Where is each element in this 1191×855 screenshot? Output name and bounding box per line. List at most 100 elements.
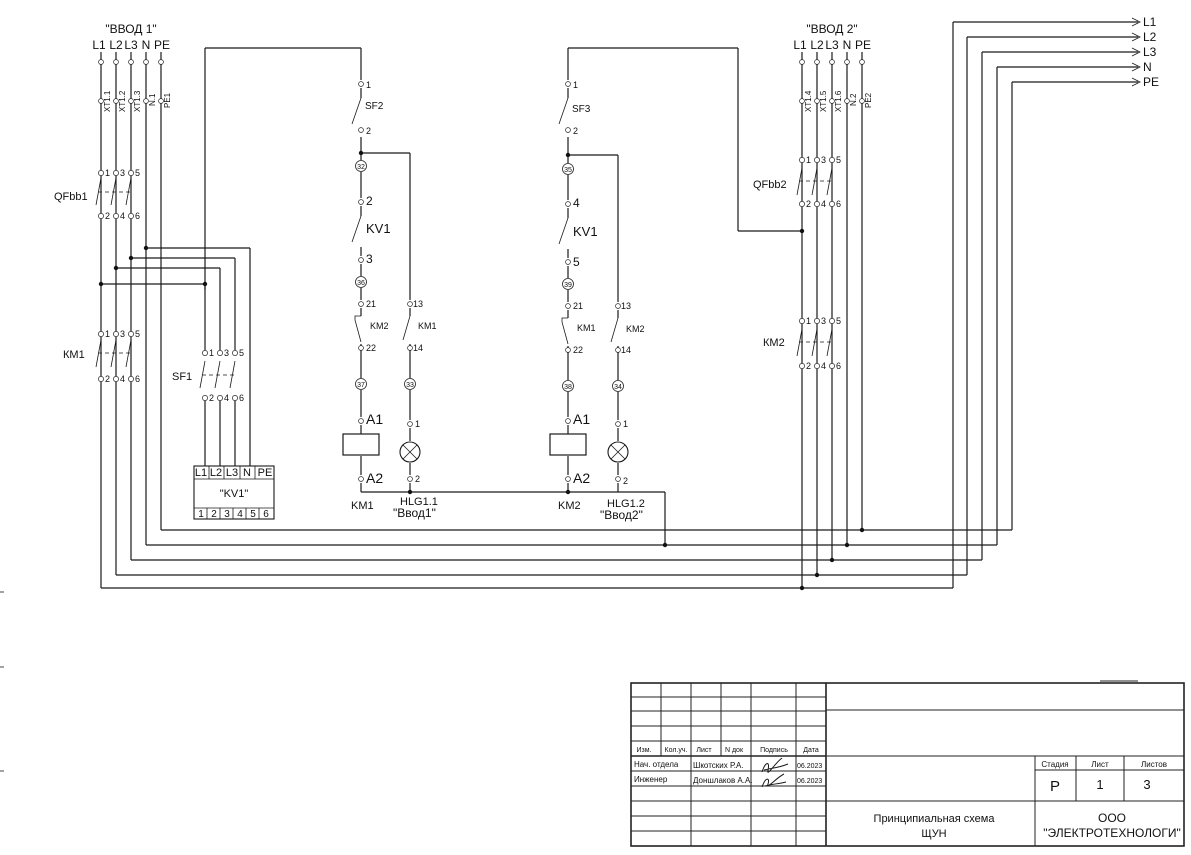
tb-sheet-label: Лист — [1091, 760, 1109, 769]
relay-bottom-term: 2 — [211, 509, 217, 520]
terminal-number: 1 — [806, 316, 811, 326]
bus-label: L3 — [1143, 45, 1157, 59]
xt-terminal-circle — [799, 98, 805, 104]
hlg1-1-label: HLG1.1 — [400, 496, 438, 508]
terminal-number: 1 — [573, 80, 578, 90]
tb-sheets-label: Листов — [1141, 760, 1167, 769]
relay-top-term: L1 — [195, 467, 207, 479]
terminal-circle — [113, 170, 119, 176]
switch-blades — [95, 97, 833, 389]
input2-header: "ВВОД 2" L1 L2 L3 N PE XT1.4 XT1.5 XT1.6… — [793, 22, 873, 112]
tb-sheet: 1 — [1096, 777, 1103, 792]
control-terminal-circle — [565, 259, 571, 265]
terminal-circle — [128, 170, 134, 176]
km1-main-label: КМ1 — [63, 349, 85, 361]
input1-phase: L2 — [109, 38, 123, 52]
coil-a2: A2 — [366, 470, 383, 486]
terminal-circle — [814, 318, 820, 324]
xt-terminal-circle — [844, 98, 850, 104]
terminal-number: 3 — [120, 168, 125, 178]
tb-header: N док — [725, 747, 744, 754]
control-terminal-circle — [407, 476, 413, 482]
terminal-number: 2 — [105, 374, 110, 384]
frame-ticks — [0, 591, 4, 772]
km2-coil-label: KM2 — [558, 500, 581, 512]
terminal-circle — [799, 318, 805, 324]
terminal-number: 6 — [836, 361, 841, 371]
tb-name: Шкотских Р.А. — [693, 761, 744, 770]
km1-coil-icon — [342, 433, 380, 456]
control-terminal-circle — [615, 476, 621, 482]
wires — [100, 17, 1141, 589]
terminal-number: 13 — [621, 301, 631, 311]
wire-number: 38 — [564, 384, 572, 391]
control-terminal-circle — [358, 345, 364, 351]
input1-xt: XT1.2 — [118, 90, 127, 112]
terminal-circle — [128, 376, 134, 382]
terminal-number: 2 — [105, 211, 110, 221]
tb-date: 06.2023 — [797, 763, 822, 770]
terminal-circle — [113, 213, 119, 219]
terminal-number: 5 — [239, 348, 244, 358]
input2-phase: N — [843, 38, 852, 52]
terminal-circle — [217, 350, 223, 356]
interlock-label: KM1 — [577, 323, 596, 333]
bus-label: L2 — [1143, 30, 1157, 44]
title-block: Изм. Кол.уч. Лист N док Подпись Дата Нач… — [630, 680, 1185, 847]
control-terminal-circle — [565, 201, 571, 207]
terminal-circle — [814, 201, 820, 207]
tb-doc-title: Принципиальная схема — [874, 813, 996, 825]
coil-a2: A2 — [573, 470, 590, 486]
terminal-number: 2 — [806, 199, 811, 209]
tb-stage: Р — [1050, 778, 1060, 795]
terminal-number: 5 — [135, 168, 140, 178]
terminal-circle — [217, 395, 223, 401]
tb-role: Инженер — [634, 775, 668, 784]
terminal-number: 3 — [120, 329, 125, 339]
relay-bottom-term: 6 — [263, 509, 269, 520]
input2-xt: N.2 — [849, 93, 858, 106]
relay-name: "KV1" — [220, 488, 249, 500]
xt-terminal-circle — [814, 98, 820, 104]
terminal-number: 3 — [821, 316, 826, 326]
hlg1-2-label: HLG1.2 — [607, 498, 645, 510]
terminal-number: 1 — [366, 80, 371, 90]
bus-label: N — [1143, 60, 1152, 74]
sf3-label: SF3 — [572, 104, 591, 115]
terminal-number: 22 — [573, 345, 583, 355]
tb-header: Лист — [696, 747, 712, 754]
bus-label: PE — [1143, 75, 1159, 89]
relay-bottom-term: 1 — [198, 509, 204, 520]
terminal-number: 4 — [573, 196, 580, 210]
xt-terminal-circle — [128, 59, 134, 65]
terminal-circle — [799, 157, 805, 163]
xt-terminal-circle — [844, 59, 850, 65]
wire-number: 32 — [357, 164, 365, 171]
control-terminal-circle — [358, 127, 364, 133]
terminal-number: 5 — [135, 329, 140, 339]
relay-top-term: L3 — [226, 467, 238, 479]
control-terminal-circle — [407, 301, 413, 307]
bus-label: L1 — [1143, 15, 1157, 29]
terminal-number: 2 — [209, 393, 214, 403]
relay-bottom-term: 5 — [250, 509, 256, 520]
tb-stage-label: Стадия — [1041, 760, 1068, 769]
control-terminal-circle — [565, 347, 571, 353]
control-terminal-circle — [565, 81, 571, 87]
circuit1-labels: 1 SF2 2 2 KV1 3 21 KM2 22 A1 A2 KM1 13 K… — [351, 80, 438, 520]
kv1-contact-label: KV1 — [573, 224, 598, 239]
xt-terminal-circle — [814, 59, 820, 65]
terminal-circle — [829, 157, 835, 163]
terminal-circle — [98, 376, 104, 382]
terminal-circle — [799, 363, 805, 369]
control-terminal-circle — [565, 303, 571, 309]
input2-xt: PE2 — [864, 92, 873, 108]
coil-a1: A1 — [573, 411, 590, 427]
device-labels: QFbb1 КМ1 SF1 QFbb2 КМ2 — [54, 179, 787, 383]
terminal-number: 14 — [413, 343, 423, 353]
control-terminal-circle — [358, 418, 364, 424]
relay-top-term: L2 — [210, 467, 222, 479]
xt-terminal-circle — [859, 98, 865, 104]
